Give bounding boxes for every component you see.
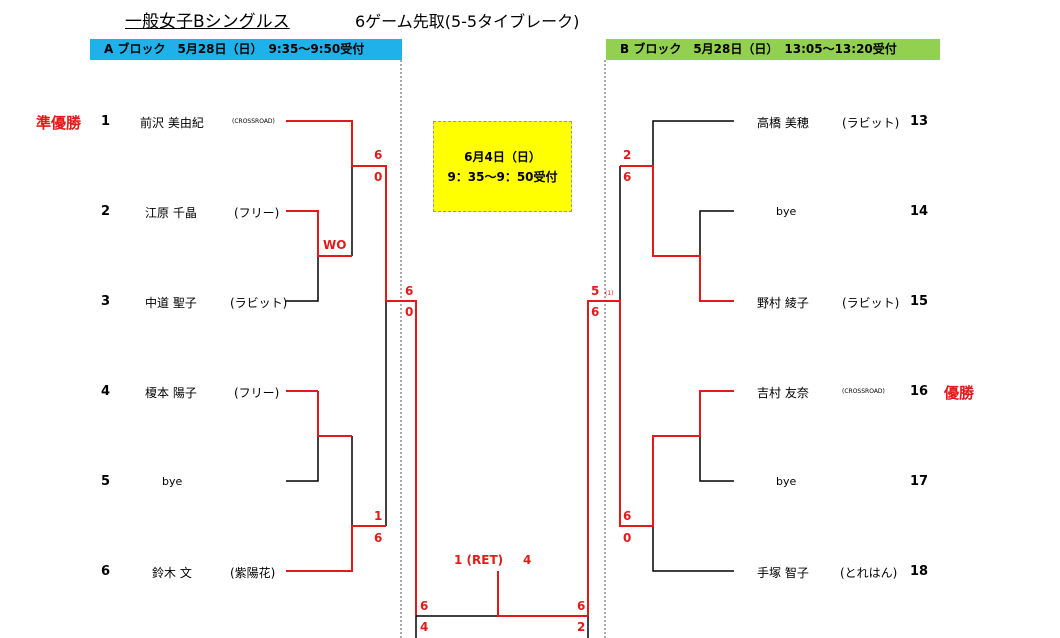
final-result-retired: 1 (RET) [454, 553, 504, 567]
player-a1-team: (CROSSROAD) [232, 118, 275, 125]
player-a6-team: (紫陽花) [230, 566, 276, 580]
score-b-sf-loser: 5 [591, 284, 600, 298]
b-line-p13 [652, 120, 734, 166]
player-b18-team: (とれはん) [840, 566, 898, 580]
a-win-sf [386, 300, 417, 616]
score-b-r2-top-winner: 6 [623, 170, 632, 184]
player-b16-team: (CROSSROAD) [842, 388, 885, 395]
player-a2-name: 江原 千晶 [145, 206, 197, 220]
score-final-left-2: 4 [420, 620, 429, 634]
player-b15-number: 15 [910, 294, 929, 309]
final-schedule-note: 6月4日（日） 9：35〜9：50受付 [433, 121, 572, 212]
player-a5-number: 5 [101, 474, 111, 489]
score-b-r2-bot-loser: 0 [623, 531, 632, 545]
player-b16-name: 吉村 友奈 [757, 386, 809, 400]
player-b18-name: 手塚 智子 [757, 566, 809, 580]
b-win-p16 [587, 300, 734, 616]
player-b16-number: 16 [910, 384, 929, 399]
final-lines [416, 571, 588, 617]
score-a-r2-bot-loser: 1 [374, 509, 383, 523]
score-a-r2-top-winner: 6 [374, 148, 383, 162]
b-line-p18 [652, 526, 734, 572]
player-b18-number: 18 [910, 564, 929, 579]
score-a-r2-top-loser: 0 [374, 170, 383, 184]
block-b-header: B ブロック 5月28日（日） 13:05〜13:20受付 [606, 39, 940, 60]
score-b-r2-bot-winner: 6 [623, 509, 632, 523]
score-final-left-1: 6 [420, 599, 429, 613]
score-final-right-2: 2 [577, 620, 586, 634]
player-b15-team: (ラビット) [842, 296, 900, 310]
player-b13-name: 高橋 美穂 [757, 116, 809, 130]
score-final-right-1: 6 [577, 599, 586, 613]
player-a6-number: 6 [101, 564, 111, 579]
block-a-lines [286, 120, 417, 638]
player-a6-name: 鈴木 文 [152, 566, 192, 580]
player-a3-team: (ラビット) [230, 296, 288, 310]
a-line-p5 [286, 436, 319, 482]
score-a-sf-winner: 6 [405, 284, 414, 298]
b-line-p17 [699, 436, 734, 482]
player-a3-number: 3 [101, 294, 111, 309]
player-a3-name: 中道 聖子 [145, 296, 197, 310]
score-a-r2-bot-winner: 6 [374, 531, 383, 545]
player-b17-name: bye [776, 475, 797, 488]
player-a2-team: (フリー) [234, 206, 280, 220]
b-win-p15 [620, 165, 734, 302]
player-a4-number: 4 [101, 384, 111, 399]
a-win-p2 [286, 210, 352, 257]
score-a-walkover: WO [323, 238, 347, 252]
player-a1-name: 前沢 美由紀 [140, 116, 204, 130]
score-a-sf-loser: 0 [405, 305, 414, 319]
a-win-p1 [286, 120, 387, 301]
player-b17-number: 17 [910, 474, 929, 489]
player-a4-name: 榎本 陽子 [145, 386, 197, 400]
score-b-sf-tiebreak: (1) [605, 290, 614, 297]
score-b-sf-winner: 6 [591, 305, 600, 319]
player-a5-name: bye [162, 475, 183, 488]
match-format: 6ゲーム先取(5-5タイブレーク) [355, 12, 580, 31]
score-b-r2-top-loser: 2 [623, 148, 632, 162]
a-line-p3 [286, 256, 319, 302]
champion-label: 優勝 [944, 384, 975, 402]
a-win-p4b [317, 391, 352, 437]
player-b13-number: 13 [910, 114, 929, 129]
b-line-p14 [699, 210, 734, 256]
player-b13-team: (ラビット) [842, 116, 900, 130]
player-a4-team: (フリー) [234, 386, 280, 400]
player-a2-number: 2 [101, 204, 111, 219]
block-b-lines [587, 120, 734, 638]
page-title: 一般女子Bシングルス [125, 12, 290, 32]
final-checkin-time: 9：35〜9：50受付 [447, 170, 558, 184]
block-a-header: A ブロック 5月28日（日） 9:35〜9:50受付 [90, 39, 402, 60]
a-win-p6 [286, 525, 386, 572]
player-b14-name: bye [776, 205, 797, 218]
runner-up-label: 準優勝 [36, 114, 82, 132]
player-b14-number: 14 [910, 204, 929, 219]
player-a1-number: 1 [101, 114, 111, 129]
final-winner-line [497, 571, 588, 617]
final-result-games: 4 [523, 553, 532, 567]
player-b15-name: 野村 綾子 [757, 296, 809, 310]
final-date: 6月4日（日） [464, 150, 541, 164]
